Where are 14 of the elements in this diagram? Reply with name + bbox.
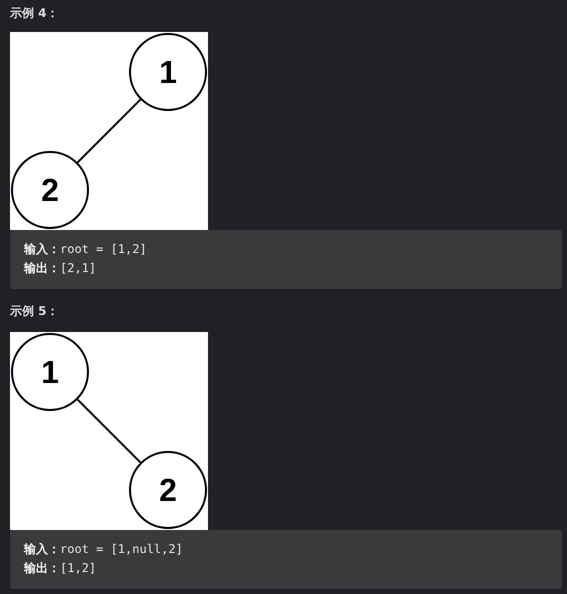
tree-node-circle: 1 [11, 333, 89, 411]
code-line: 输出：[2,1] [24, 260, 96, 277]
code-line: 输入：root = [1,2] [24, 241, 147, 258]
tree-node-circle: 1 [129, 33, 207, 111]
tree-edge-line [76, 98, 142, 164]
example-heading: 示例 5： [10, 303, 59, 319]
tree-node-circle: 2 [129, 451, 207, 529]
example-heading: 示例 4： [10, 5, 59, 21]
tree-edge-line [76, 398, 142, 464]
code-line: 输入：root = [1,null,2] [24, 541, 183, 558]
code-block [10, 230, 562, 289]
tree-node-circle: 2 [11, 151, 89, 229]
code-line: 输出：[1,2] [24, 560, 96, 577]
code-block [10, 530, 562, 589]
